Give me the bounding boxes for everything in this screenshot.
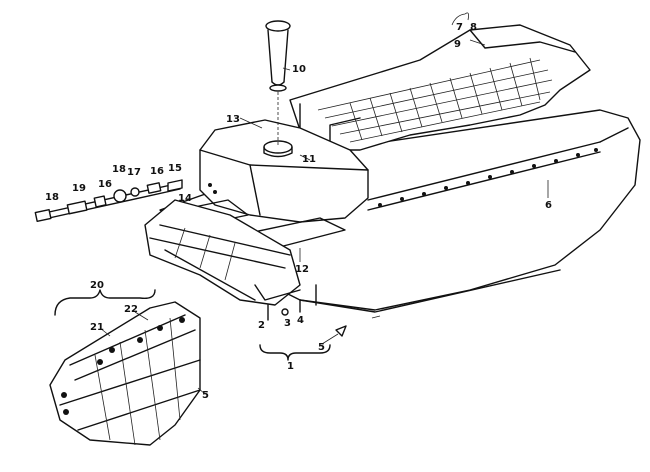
fuel-line-assembly	[34, 179, 183, 223]
callout-4: 4	[297, 315, 304, 326]
leader-lines	[99, 39, 549, 395]
callout-12: 12	[295, 264, 309, 275]
fuel-tank	[199, 119, 369, 223]
callout-9: 9	[454, 39, 461, 50]
callout-22: 22	[124, 304, 138, 315]
callout-15: 15	[168, 163, 182, 174]
callout-14: 14	[178, 193, 192, 204]
callout-20: 20	[90, 280, 104, 291]
callout-5b: 5	[202, 390, 209, 401]
callout-18a: 18	[112, 164, 126, 175]
callout-16a: 16	[150, 166, 164, 177]
fuel-sender	[265, 20, 291, 145]
callout-3: 3	[284, 318, 291, 329]
rivet-row	[378, 148, 598, 207]
callout-10: 10	[292, 64, 306, 75]
belly-pan	[49, 301, 201, 446]
callout-labels: 1 2 3 4 5 5 6 7 8 9 10 11 12 13 14 15 16…	[45, 22, 552, 401]
callout-18b: 18	[45, 192, 59, 203]
nose-assembly	[144, 199, 347, 337]
callout-17: 17	[127, 167, 141, 178]
callout-5a: 5	[318, 342, 325, 353]
callout-16b: 16	[98, 179, 112, 190]
callout-21: 21	[90, 322, 104, 333]
callout-13: 13	[226, 114, 240, 125]
callout-7: 7	[456, 22, 463, 33]
callout-8: 8	[470, 22, 477, 33]
callout-11: 11	[302, 154, 316, 165]
callout-6: 6	[545, 200, 552, 211]
callout-2: 2	[258, 320, 265, 331]
callout-1: 1	[287, 361, 294, 372]
callout-19: 19	[72, 183, 86, 194]
group-brackets	[54, 12, 469, 361]
